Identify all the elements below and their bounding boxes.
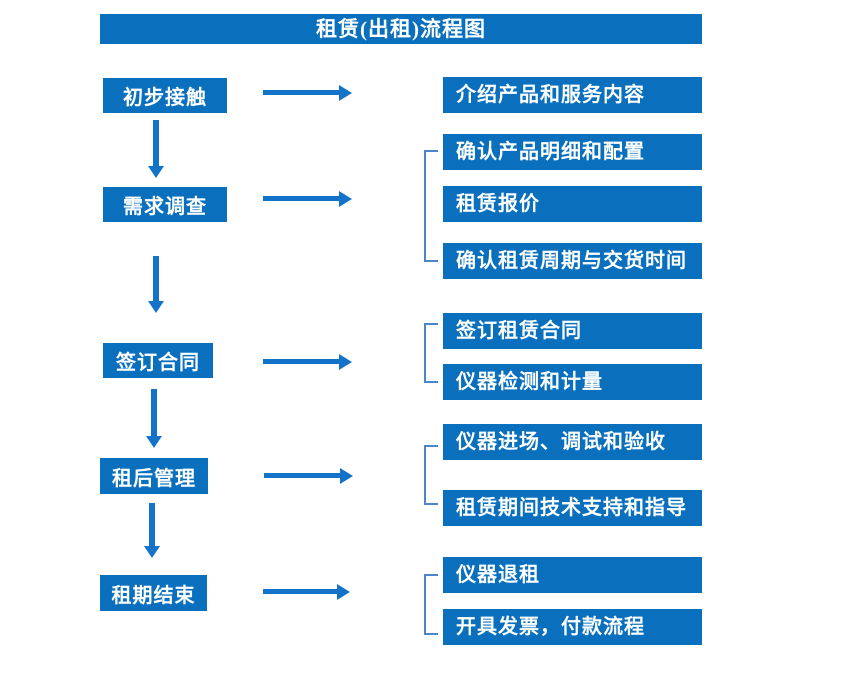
right-arrow-icon <box>264 473 340 478</box>
right-arrow-icon <box>263 196 339 201</box>
detail-box-intro-products: 介绍产品和服务内容 <box>443 77 702 113</box>
detail-box-confirm-period-delivery: 确认租赁周期与交货时间 <box>443 243 702 279</box>
right-arrow-icon <box>263 359 339 364</box>
group-bracket <box>424 323 438 383</box>
detail-box-invoice-payment: 开具发票，付款流程 <box>443 609 702 645</box>
down-arrow-icon <box>149 503 155 546</box>
down-arrow-icon <box>151 389 157 436</box>
stage-box-initial-contact: 初步接触 <box>103 78 227 113</box>
stage-box-demand-survey: 需求调查 <box>103 187 227 222</box>
detail-box-sign-rental-contract: 签订租赁合同 <box>443 313 702 349</box>
detail-box-instrument-testing: 仪器检测和计量 <box>443 364 702 400</box>
group-bracket <box>424 150 438 262</box>
group-bracket <box>424 574 438 635</box>
detail-box-confirm-product-details: 确认产品明细和配置 <box>443 134 702 170</box>
down-arrow-icon <box>153 256 159 301</box>
down-arrow-icon <box>153 120 159 166</box>
stage-box-post-rental-management: 租后管理 <box>100 458 208 494</box>
detail-box-instrument-return: 仪器退租 <box>443 557 702 593</box>
stage-box-rental-end: 租期结束 <box>100 575 207 611</box>
detail-box-instrument-setup-acceptance: 仪器进场、调试和验收 <box>443 424 702 460</box>
right-arrow-icon <box>263 90 339 95</box>
right-arrow-icon <box>263 589 337 594</box>
detail-box-rental-quote: 租赁报价 <box>443 186 702 222</box>
stage-box-sign-contract: 签订合同 <box>103 343 213 378</box>
detail-box-tech-support: 租赁期间技术支持和指导 <box>443 490 702 526</box>
group-bracket <box>424 445 438 505</box>
flow-title: 租赁(出租)流程图 <box>100 14 702 44</box>
